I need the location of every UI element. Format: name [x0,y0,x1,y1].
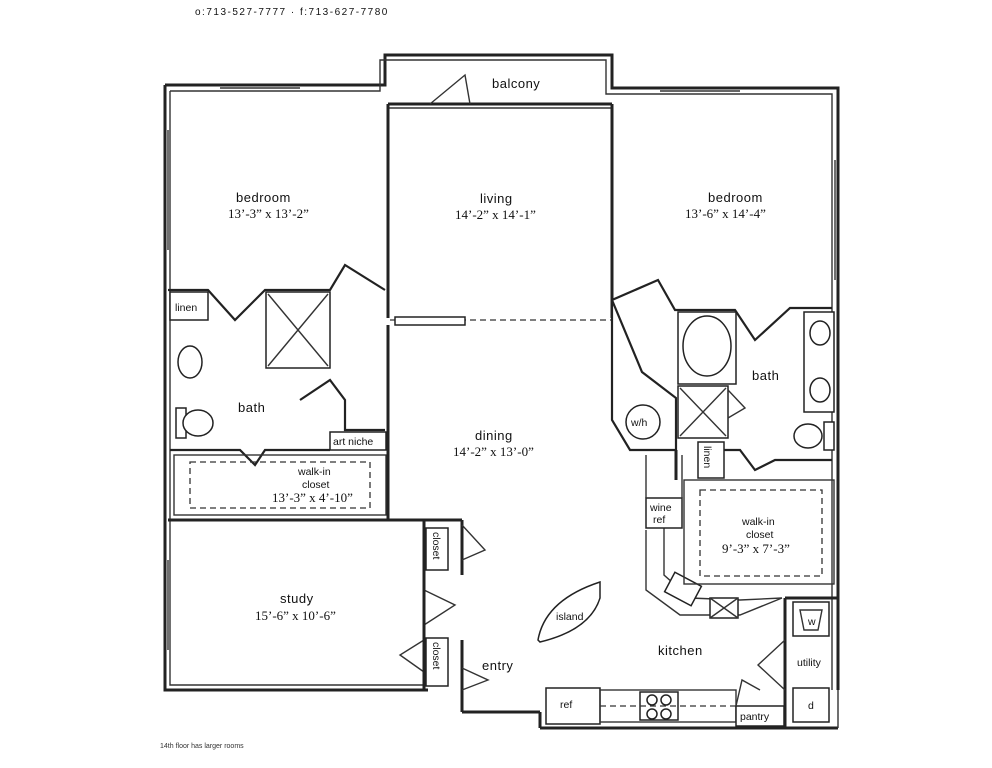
wine-ref-line1: wine [649,502,672,514]
dining-label: dining [475,428,513,443]
walkin-left-size: 13’-3” x 4’-10” [272,490,353,505]
kitchen-area: kitchen entry wine ref ref pantry [482,455,785,727]
bedroom-right-label: bedroom [708,190,763,205]
living-room: living 14’-2” x 14’-1” [386,104,614,326]
island-label: island [556,611,584,623]
walkin-left-line2: closet [302,479,330,491]
walkin-left-line1: walk-in [297,466,331,478]
study-room: study 15’-6” x 10’-6” closet closet [255,518,490,712]
dining-area: dining 14’-2” x 13’-0” [453,428,534,459]
balcony-area: balcony [388,73,612,109]
ref-label: ref [560,699,572,711]
living-label: living [480,191,513,206]
art-niche-label: art niche [333,436,373,448]
linen-left-label: linen [175,302,197,314]
utility-label: utility [797,657,822,669]
bedroom-left-label: bedroom [236,190,291,205]
study-size: 15’-6” x 10’-6” [255,608,336,623]
right-bedroom: bedroom 13’-6” x 14’-4” [610,190,832,342]
linen-right-label: linen [701,446,713,468]
phone-fax-header: o:713-527-7777 · f:713-627-7780 [195,7,389,18]
study-label: study [280,591,314,606]
walkin-right-line2: closet [746,529,774,541]
bath-left-label: bath [238,400,265,415]
wine-ref-line2: ref [653,514,665,526]
living-size: 14’-2” x 14’-1” [455,207,536,222]
left-bedroom: bedroom 13’-3” x 13’-2” [168,190,386,322]
dining-size: 14’-2” x 13’-0” [453,444,534,459]
entry-label: entry [482,658,513,673]
right-bath: bath w/h linen [610,299,835,480]
bedroom-right-size: 13’-6” x 14’-4” [685,206,766,221]
washer-label: w [807,616,816,628]
walkin-right-line1: walk-in [741,516,775,528]
closet-lower-label: closet [430,642,442,670]
balcony-label: balcony [492,76,540,91]
dryer-label: d [808,700,814,712]
left-walkin-closet: walk-in closet 13’-3” x 4’-10” [168,325,390,522]
right-walkin-closet: walk-in closet 9’-3” x 7’-3” [683,479,835,585]
exterior-walls [163,53,840,730]
pantry-label: pantry [740,711,770,723]
left-bath: linen bath art niche [169,291,387,451]
kitchen-label: kitchen [658,643,703,658]
kitchen-island: island [537,580,601,643]
washer-heater-label: w/h [630,417,648,429]
closet-upper-label: closet [430,532,442,560]
bedroom-left-size: 13’-3” x 13’-2” [228,206,309,221]
bath-right-label: bath [752,368,779,383]
utility-room: w utility d [756,596,838,728]
walkin-right-size: 9’-3” x 7’-3” [722,541,790,556]
footer-note: 14th floor has larger rooms [160,743,244,750]
